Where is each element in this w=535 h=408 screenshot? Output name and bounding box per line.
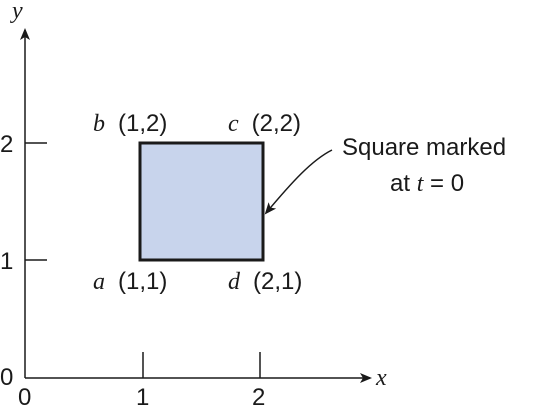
annotation-arrow — [264, 149, 333, 215]
y-tick-label-2: 2 — [0, 131, 13, 158]
corner-coords-c: (2,2) — [252, 110, 301, 137]
annotation-variable-t: t — [417, 171, 425, 197]
y-tick-label-1: 1 — [0, 248, 13, 275]
x-tick-label-2: 2 — [252, 384, 265, 408]
annotation-equals-zero: = 0 — [423, 170, 464, 197]
corner-letter-a: a — [93, 269, 105, 295]
corner-label-d: d (2,1) — [228, 268, 302, 295]
x-axis-label: x — [375, 365, 387, 391]
corner-letter-c: c — [228, 111, 239, 137]
annotation-line1: Square marked — [342, 134, 506, 161]
corner-coords-a: (1,1) — [118, 268, 167, 295]
corner-label-a: a (1,1) — [93, 268, 167, 295]
corner-label-c: c (2,2) — [228, 110, 301, 137]
annotation-at: at — [390, 170, 417, 197]
corner-coords-b: (1,2) — [118, 110, 167, 137]
corner-label-b: b (1,2) — [93, 110, 167, 137]
corner-letter-d: d — [228, 269, 241, 295]
corner-coords-d: (2,1) — [253, 268, 302, 295]
y-tick-label-0: 0 — [0, 364, 13, 391]
annotation-line2: at t = 0 — [390, 170, 464, 197]
x-tick-label-0: 0 — [18, 384, 31, 408]
marked-square — [138, 141, 265, 262]
x-tick-label-1: 1 — [136, 384, 149, 408]
y-axis-label: y — [10, 0, 23, 24]
corner-letter-b: b — [93, 111, 105, 137]
